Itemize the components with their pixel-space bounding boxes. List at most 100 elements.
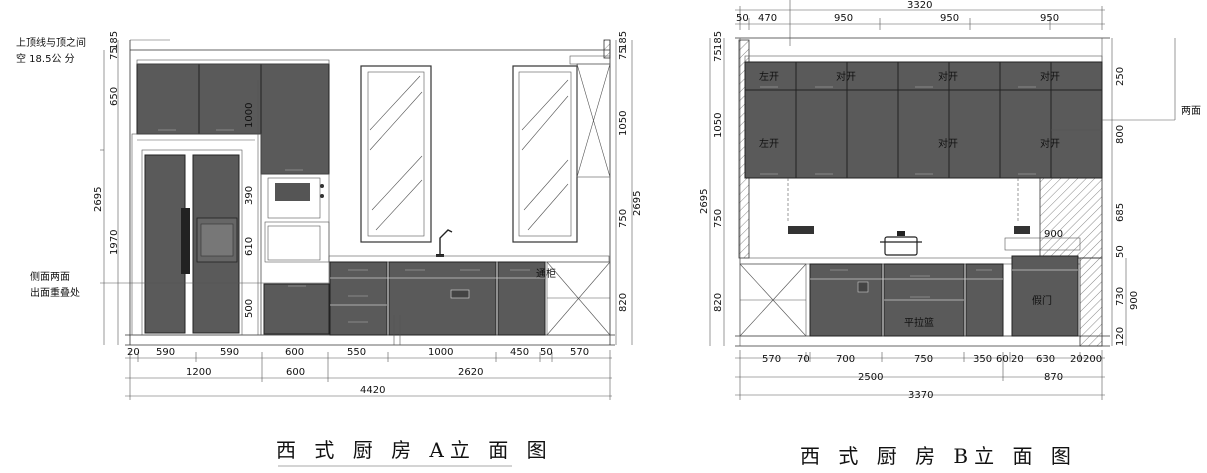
door-label: 左开	[759, 137, 779, 150]
dim-label: 50	[1115, 245, 1126, 258]
dim-label: 600	[285, 347, 304, 358]
dim-label: 590	[220, 347, 239, 358]
appliance-column-a	[260, 173, 330, 336]
note-corner-cabinet: 通柜	[536, 267, 556, 280]
dim-label: 1970	[109, 230, 120, 255]
elevation-b-title: 西 式 厨 房 B立 面 图	[800, 444, 1077, 468]
elevation-b	[709, 0, 1176, 400]
dim-label: 800	[1115, 125, 1126, 144]
dim-label: 950	[1040, 13, 1059, 24]
dim-label: 2500	[858, 372, 883, 383]
dim-label: 820	[618, 293, 629, 312]
dim-label: 2620	[458, 367, 483, 378]
dim-label: 50	[736, 13, 749, 24]
dim-label: 610	[244, 237, 255, 256]
note-false-door: 假门	[1032, 294, 1052, 307]
note-ceiling-gap-line2: 空 18.5公 分	[16, 52, 75, 65]
dim-label: 50	[540, 347, 553, 358]
dim-label: 650	[109, 87, 120, 106]
dim-label: 750	[713, 209, 724, 228]
dim-label: 550	[347, 347, 366, 358]
note-side-overlap-line1: 侧面两面	[30, 270, 70, 283]
dim-label: 3320	[907, 0, 932, 11]
dim-label: 500	[244, 299, 255, 318]
dim-label: 75	[713, 49, 724, 62]
corner-upper-cabinet-a	[569, 39, 611, 178]
elevation-a-mid-dims: 390 610 500	[244, 186, 255, 318]
note-side-overlap-line2: 出面重叠处	[30, 286, 80, 299]
dim-label: 120	[1115, 327, 1126, 346]
dim-label: 730	[1115, 287, 1126, 306]
elevation-a-title: 西 式 厨 房 A立 面 图	[276, 438, 553, 462]
dim-label: 2695	[93, 187, 104, 212]
window-a-right	[512, 65, 578, 243]
dim-label: 2695	[632, 191, 643, 216]
dim-label: 470	[758, 13, 777, 24]
dim-label: 570	[762, 354, 781, 365]
dim-label: 570	[570, 347, 589, 358]
dim-label: 900	[1129, 291, 1140, 310]
elevation-b-right-dims: 250 800 685 50 730 900 120 900	[1044, 67, 1140, 346]
elevation-b-bottom-dims: 570 70 700 750 350 60 20 630 20 200 2500…	[762, 354, 1102, 401]
dim-label: 185	[713, 31, 724, 50]
dim-label: 2695	[699, 189, 710, 214]
lower-cabinets-a	[329, 261, 546, 345]
elevation-a-bottom-dims: 20 590 590 600 550 1000 450 50 570 1200 …	[127, 347, 589, 396]
note-ceiling-gap-line1: 上顶线与顶之间	[16, 36, 86, 49]
dim-label: 750	[618, 209, 629, 228]
dim-label: 75	[109, 47, 120, 60]
door-label: 对开	[938, 137, 958, 150]
dim-label: 20	[1070, 354, 1083, 365]
dim-label: 950	[940, 13, 959, 24]
window-a-left	[360, 65, 432, 243]
lower-cabinets-b	[739, 255, 1079, 337]
dim-label: 1050	[618, 111, 629, 136]
door-label: 对开	[836, 70, 856, 83]
note-two-sided: 两面	[1181, 106, 1201, 117]
elevation-b-top-dims: 3320 50 470 950 950 950	[736, 0, 1059, 24]
dim-label: 390	[244, 186, 255, 205]
dim-label: 950	[834, 13, 853, 24]
dim-label: 70	[797, 354, 810, 365]
dim-label: 75	[618, 47, 629, 60]
dim-label: 200	[1083, 354, 1102, 365]
dim-label: 630	[1036, 354, 1055, 365]
corner-lower-cabinet-a	[546, 261, 611, 336]
door-label: 对开	[1040, 137, 1060, 150]
door-label: 左开	[759, 70, 779, 83]
elevation-a-right-dims: 75 185 1050 750 820 2695	[618, 31, 643, 312]
dim-label: 20	[1011, 354, 1024, 365]
elevation-a	[100, 39, 633, 467]
power-outlet-icon	[788, 226, 1030, 234]
dim-label: 600	[286, 367, 305, 378]
elevation-b-left-dims: 75 185 1050 2695 750 820	[699, 31, 724, 312]
dim-label: 250	[1115, 67, 1126, 86]
dim-label: 1050	[713, 113, 724, 138]
dim-label: 1000	[428, 347, 453, 358]
dim-label: 60	[996, 354, 1009, 365]
refrigerator-a	[141, 149, 243, 336]
dim-label: 700	[836, 354, 855, 365]
upper-cabinets-a	[136, 59, 330, 175]
dim-label: 3370	[908, 390, 933, 401]
dim-label: 20	[127, 347, 140, 358]
cooking-pot-icon	[880, 231, 922, 256]
dim-label: 820	[713, 293, 724, 312]
upper-cabinets-b	[744, 61, 1103, 179]
elevation-b-door-labels: 左开 对开 对开 对开 左开 对开 对开	[759, 70, 1060, 150]
dim-label: 350	[973, 354, 992, 365]
dim-label: 185	[618, 31, 629, 50]
elevation-a-left-dims: 75 185 650 2695 1970 1000	[93, 31, 255, 255]
dim-label: 900	[1044, 229, 1063, 240]
dim-label: 750	[914, 354, 933, 365]
dim-label: 685	[1115, 203, 1126, 222]
faucet-icon	[436, 229, 453, 257]
door-label: 对开	[1040, 70, 1060, 83]
note-pull-basket: 平拉篮	[904, 316, 934, 329]
door-label: 对开	[938, 70, 958, 83]
dim-label: 1200	[186, 367, 211, 378]
dim-label: 1000	[244, 103, 255, 128]
dim-label: 590	[156, 347, 175, 358]
dim-label: 870	[1044, 372, 1063, 383]
